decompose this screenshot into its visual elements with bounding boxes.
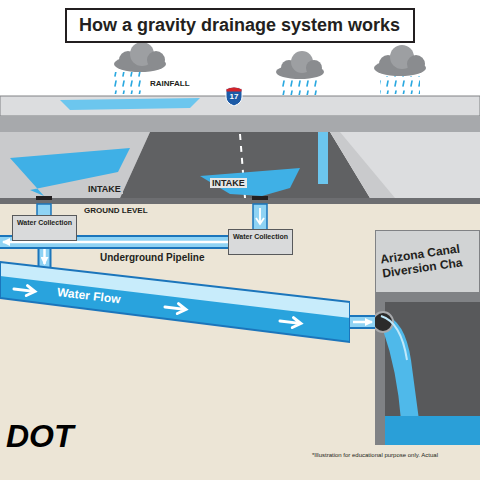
pipe-name: Underground Pipeline [100, 252, 204, 264]
bridge-face [0, 116, 480, 132]
flow-arrow [13, 284, 35, 296]
art-circle [147, 51, 165, 69]
flow-arrow [353, 321, 372, 324]
shield-top [227, 87, 242, 91]
intake-grate [252, 196, 268, 200]
road-water [200, 168, 300, 196]
art-circle [306, 60, 322, 76]
rain-cloud [276, 51, 324, 95]
intake-label: INTAKE [210, 178, 247, 188]
intake-label: INTAKE [86, 184, 123, 194]
pipe-body [0, 262, 350, 342]
channel-frame [375, 230, 480, 445]
pipe-inner [350, 317, 375, 327]
pipeline-band: Underground PipelineWater Flow [0, 250, 350, 350]
road-lanes [120, 132, 370, 198]
interstate-shield: 17 [225, 86, 243, 106]
deck-water [60, 98, 200, 110]
title-box: How a gravity drainage system works [65, 8, 415, 43]
pipe-wall [350, 315, 375, 329]
intake-pipe [253, 204, 267, 230]
art-rect [114, 72, 146, 94]
rain-label: RAINFALL [150, 79, 190, 88]
art-circle [407, 55, 425, 73]
shield-number: 17 [225, 93, 243, 101]
pipe-connector [350, 322, 375, 323]
rain-cloud [374, 45, 426, 94]
flow-arrow [279, 316, 301, 328]
intake-grate [36, 196, 52, 200]
ground-line [0, 198, 480, 204]
soil-ground [0, 200, 480, 480]
channel-water [385, 416, 480, 445]
art-rect [280, 80, 320, 95]
art-rect [380, 76, 420, 94]
diversion-channel: Arizona Canal Diversion Cha [375, 230, 480, 445]
flow-arrow [164, 302, 186, 314]
box-label: Water Collection [17, 219, 72, 227]
waterfall [318, 132, 328, 184]
outlet-stream [381, 316, 407, 360]
footnote: *Illustration for educational purpose on… [312, 452, 438, 459]
flow-arrow-line [164, 302, 186, 314]
collection-box: Water Collection [228, 229, 293, 255]
shield-body [226, 87, 242, 106]
pipe-outline [0, 262, 350, 342]
flow-arrow-line [13, 284, 35, 296]
collection-box: Water Collection [12, 215, 77, 241]
pipe-water [0, 276, 350, 342]
box-label: Water Collection [233, 233, 288, 241]
node-outline [0, 250, 350, 350]
flow-arrow [256, 208, 264, 224]
ground-label: GROUND LEVEL [84, 206, 148, 215]
title-text: How a gravity drainage system works [79, 15, 401, 36]
road-water [10, 148, 130, 196]
agency-logo: DOT [6, 418, 74, 455]
channel-top [376, 231, 480, 293]
flow-arrow-line [279, 316, 301, 328]
